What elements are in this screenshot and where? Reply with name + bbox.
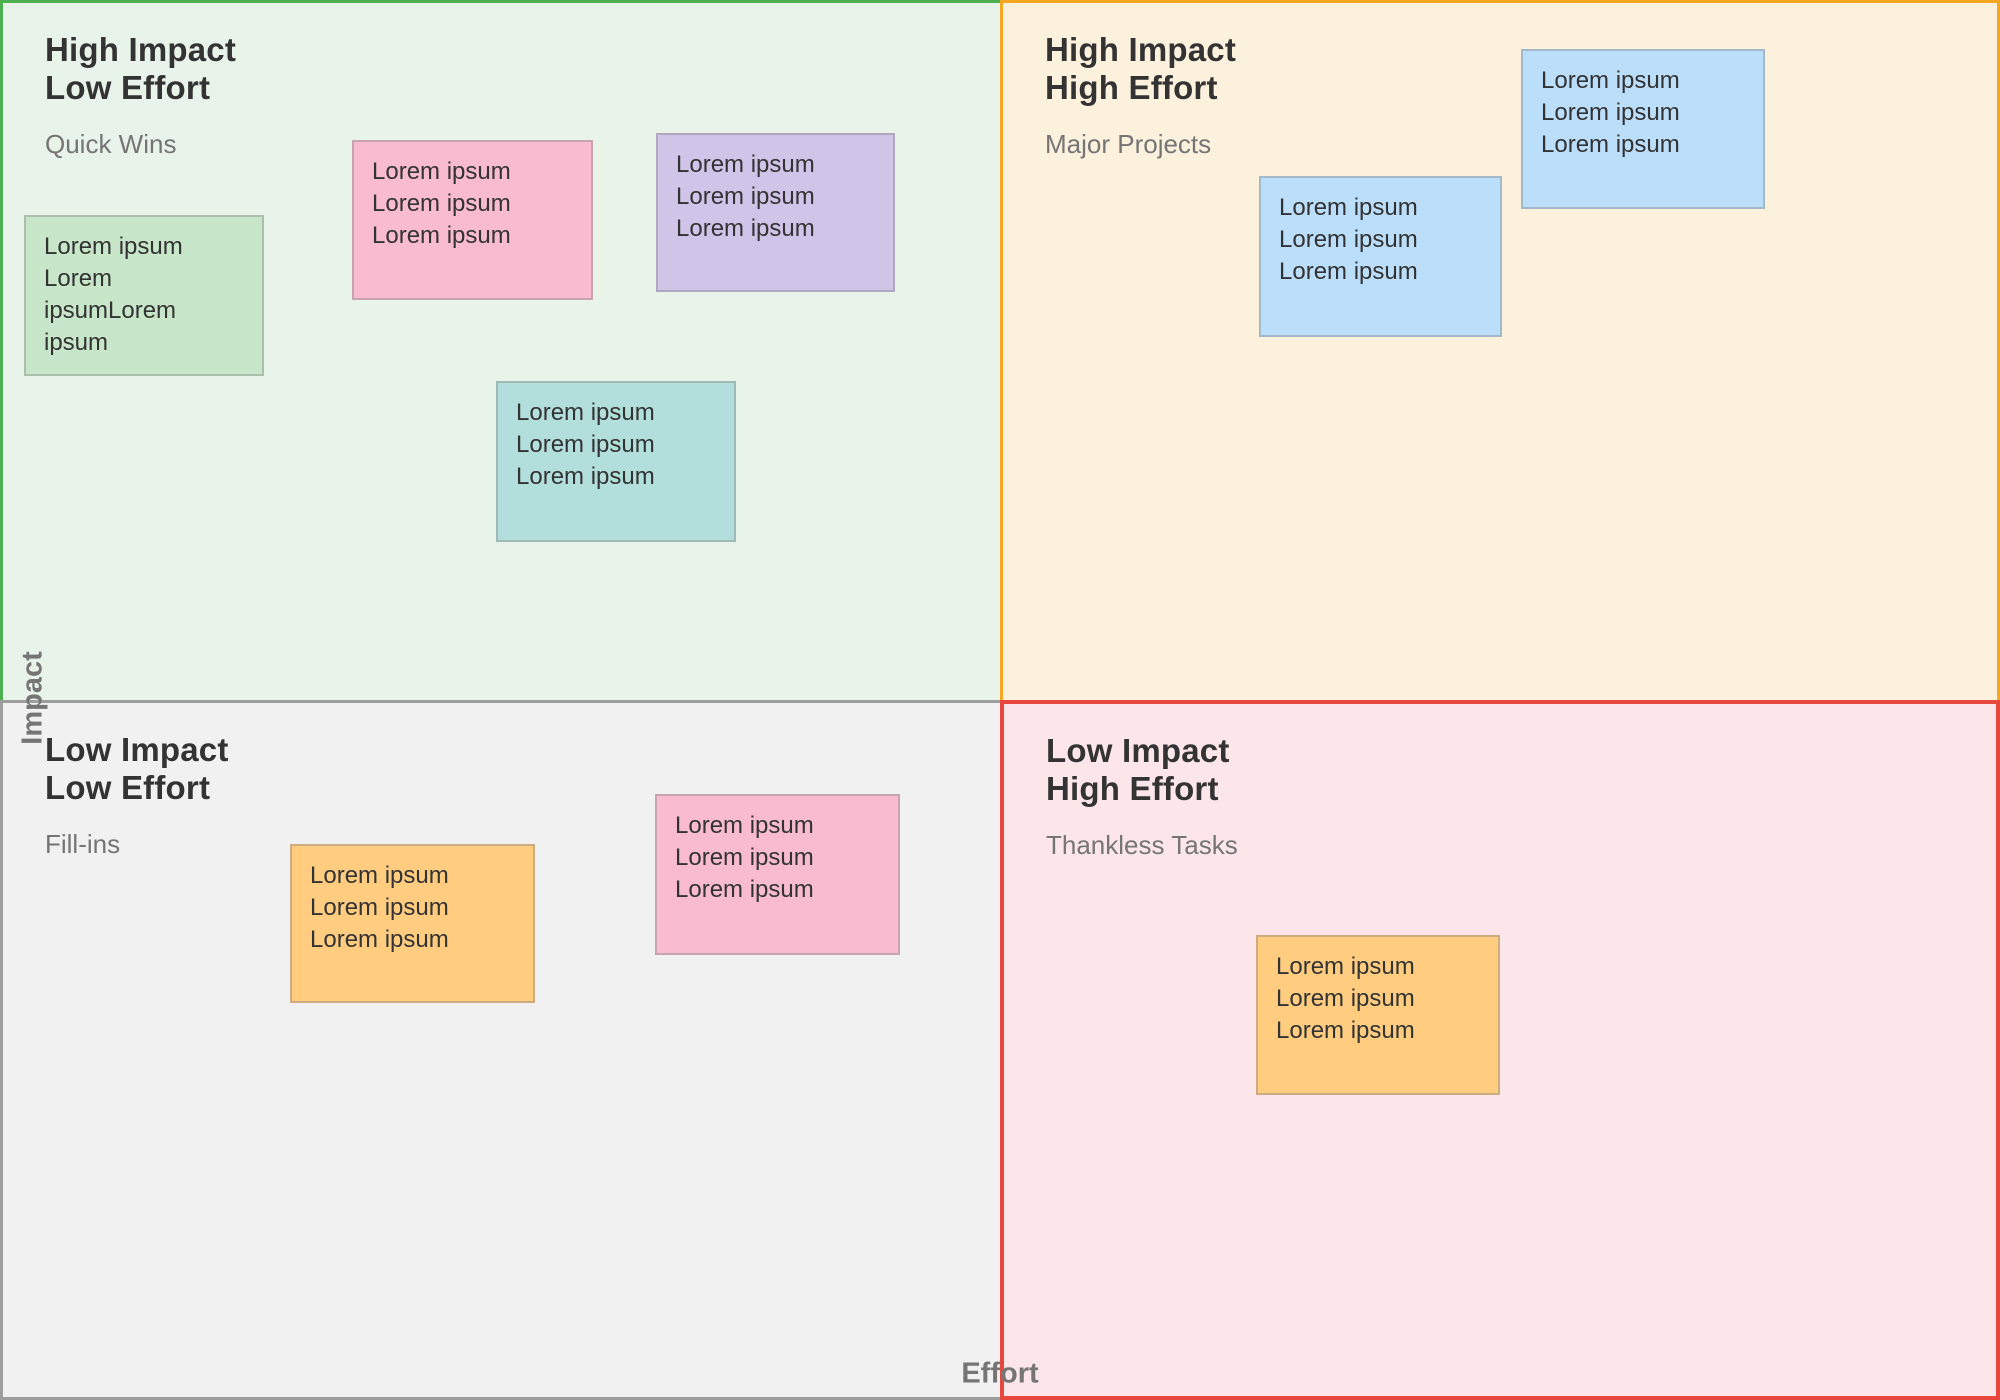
sticky-note[interactable]: Lorem ipsum Lorem ipsumLorem ipsum [24, 215, 264, 376]
quadrant-subtitle: Major Projects [1045, 129, 1212, 159]
quadrant-header: High Impact High Effort Major Projects [1003, 3, 1997, 161]
impact-axis-label: Impact [16, 651, 49, 745]
quadrant-title: Low Impact High Effort [1046, 732, 1230, 807]
quadrant-title: Low Impact Low Effort [45, 731, 229, 806]
sticky-note[interactable]: Lorem ipsum Lorem ipsum Lorem ipsum [496, 381, 736, 542]
sticky-note[interactable]: Lorem ipsum Lorem ipsum Lorem ipsum [352, 140, 593, 300]
sticky-note[interactable]: Lorem ipsum Lorem ipsum Lorem ipsum [290, 844, 535, 1003]
quadrant-title: High Impact Low Effort [45, 31, 237, 106]
quadrant-header: High Impact Low Effort Quick Wins [3, 3, 1000, 161]
quadrant-title: High Impact High Effort [1045, 31, 1237, 106]
quadrant-subtitle: Fill-ins [45, 829, 121, 859]
sticky-note[interactable]: Lorem ipsum Lorem ipsum Lorem ipsum [656, 133, 895, 292]
effort-axis-label: Effort [961, 1357, 1039, 1390]
sticky-note[interactable]: Lorem ipsum Lorem ipsum Lorem ipsum [1259, 176, 1502, 337]
sticky-note[interactable]: Lorem ipsum Lorem ipsum Lorem ipsum [655, 794, 900, 955]
quadrant-subtitle: Thankless Tasks [1046, 830, 1238, 860]
sticky-note[interactable]: Lorem ipsum Lorem ipsum Lorem ipsum [1521, 49, 1765, 209]
quadrant-header: Low Impact Low Effort Fill-ins [3, 703, 1000, 861]
quadrant-subtitle: Quick Wins [45, 129, 177, 159]
quadrant-header: Low Impact High Effort Thankless Tasks [1004, 704, 1996, 862]
sticky-note[interactable]: Lorem ipsum Lorem ipsum Lorem ipsum [1256, 935, 1500, 1095]
quadrant-high-impact-high-effort: High Impact High Effort Major Projects [1000, 0, 2000, 700]
quadrant-low-impact-high-effort: Low Impact High Effort Thankless Tasks [1000, 700, 2000, 1400]
